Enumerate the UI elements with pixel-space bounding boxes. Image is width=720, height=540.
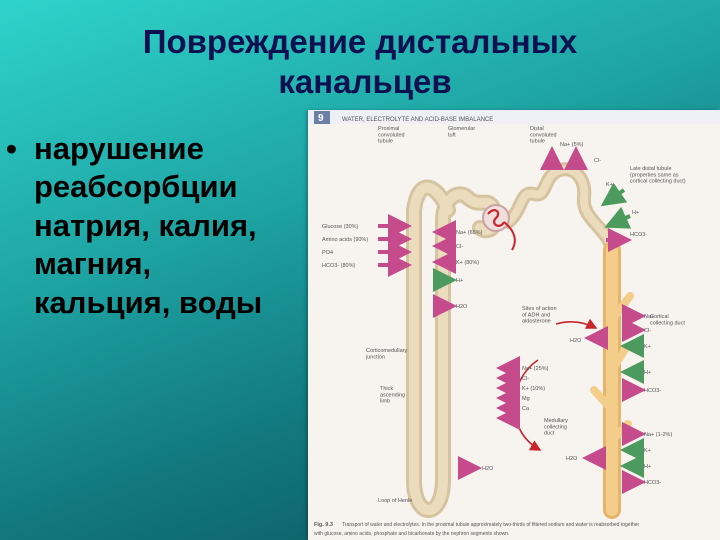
ion-thick-0: Na+ (25%) xyxy=(522,366,549,372)
chapter-badge xyxy=(314,111,330,124)
ion-late-1: H+ xyxy=(632,210,639,216)
ion-med-0: Na+ (1-2%) xyxy=(644,432,672,438)
caption-line-1: Transport of water and electrolytes. In … xyxy=(342,522,640,528)
ion-distal-1: Cl- xyxy=(594,158,601,164)
distal-top-arrows xyxy=(540,146,588,170)
medullary-duct-arrows xyxy=(582,422,646,494)
red-arrow-lower xyxy=(513,359,542,451)
late-distal-arrows xyxy=(600,182,632,252)
ion-thick-1: Cl- xyxy=(522,376,529,382)
running-head: WATER, ELECTROLYTE AND ACID-BASE IMBALAN… xyxy=(342,117,493,123)
prox-left-arrows xyxy=(378,214,412,277)
ion-med-2: H+ xyxy=(644,464,651,470)
ion-left-3: HCO3- (80%) xyxy=(322,263,355,269)
chapter-number: 9 xyxy=(318,113,324,124)
ion-prox-3: H+ xyxy=(456,278,463,284)
ion-med-3: HCO3- xyxy=(644,480,661,486)
slide-title: Повреждение дистальных канальцев xyxy=(0,22,720,103)
title-line-1: Повреждение дистальных xyxy=(142,23,578,60)
water-label-0: H2O xyxy=(570,338,582,344)
ion-cort-2: K+ xyxy=(644,344,651,350)
efferent-arteriole xyxy=(503,221,516,251)
red-arrow-upper xyxy=(555,318,598,329)
ion-late-2: HCO3- xyxy=(630,232,647,238)
ion-prox-water: H2O xyxy=(456,304,468,310)
prox-right-arrows xyxy=(432,220,457,318)
ion-thick-3: Mg xyxy=(522,396,530,402)
bullet-list: • нарушение реабсорбции натрия, калия, м… xyxy=(6,130,306,322)
thick-limb-arrows xyxy=(496,356,520,430)
ion-prox-0: Na+ (65%) xyxy=(456,230,483,236)
bullet-glyph: • xyxy=(6,131,17,166)
title-line-2: канальцев xyxy=(278,63,452,101)
ion-thick-2: K+ (10%) xyxy=(522,386,545,392)
ion-med-1: K+ xyxy=(644,448,651,454)
ion-left-0: Glucose (30%) xyxy=(322,224,359,230)
water-label-1: H2O xyxy=(566,456,578,462)
ion-cort-0: Na+ xyxy=(644,314,654,320)
bullet-text: нарушение реабсорбции натрия, калия, маг… xyxy=(34,131,263,320)
page-header-strip xyxy=(308,110,720,124)
ion-thick-4: Ca xyxy=(522,406,530,412)
ion-cort-1: Cl- xyxy=(644,328,651,334)
ion-distal-0: Na+ (5%) xyxy=(560,142,584,148)
water-label-2: H2O xyxy=(482,466,494,472)
label-loop: Loop of Henle xyxy=(378,498,412,504)
glomerular-capillary xyxy=(487,209,505,227)
bullet-item: • нарушение реабсорбции натрия, калия, м… xyxy=(6,130,306,322)
caption-line-2: with glucose, amino acids, phosphate and… xyxy=(314,531,509,537)
ion-prox-2: K+ (80%) xyxy=(456,260,479,266)
nephron-diagram: 9 WATER, ELECTROLYTE AND ACID-BASE IMBAL… xyxy=(308,110,720,537)
ion-left-1: Amino acids (90%) xyxy=(322,237,368,243)
textbook-page-image: 9 WATER, ELECTROLYTE AND ACID-BASE IMBAL… xyxy=(308,110,720,540)
caption-fig: Fig. 9.3 xyxy=(314,522,333,528)
ion-prox-1: Cl- xyxy=(456,244,463,250)
ion-left-2: PO4 xyxy=(322,250,333,256)
cortical-duct-arrows xyxy=(584,304,646,402)
ion-late-0: K+ xyxy=(606,182,613,188)
ion-cort-4: HCO3- xyxy=(644,388,661,394)
ion-cort-3: H+ xyxy=(644,370,651,376)
